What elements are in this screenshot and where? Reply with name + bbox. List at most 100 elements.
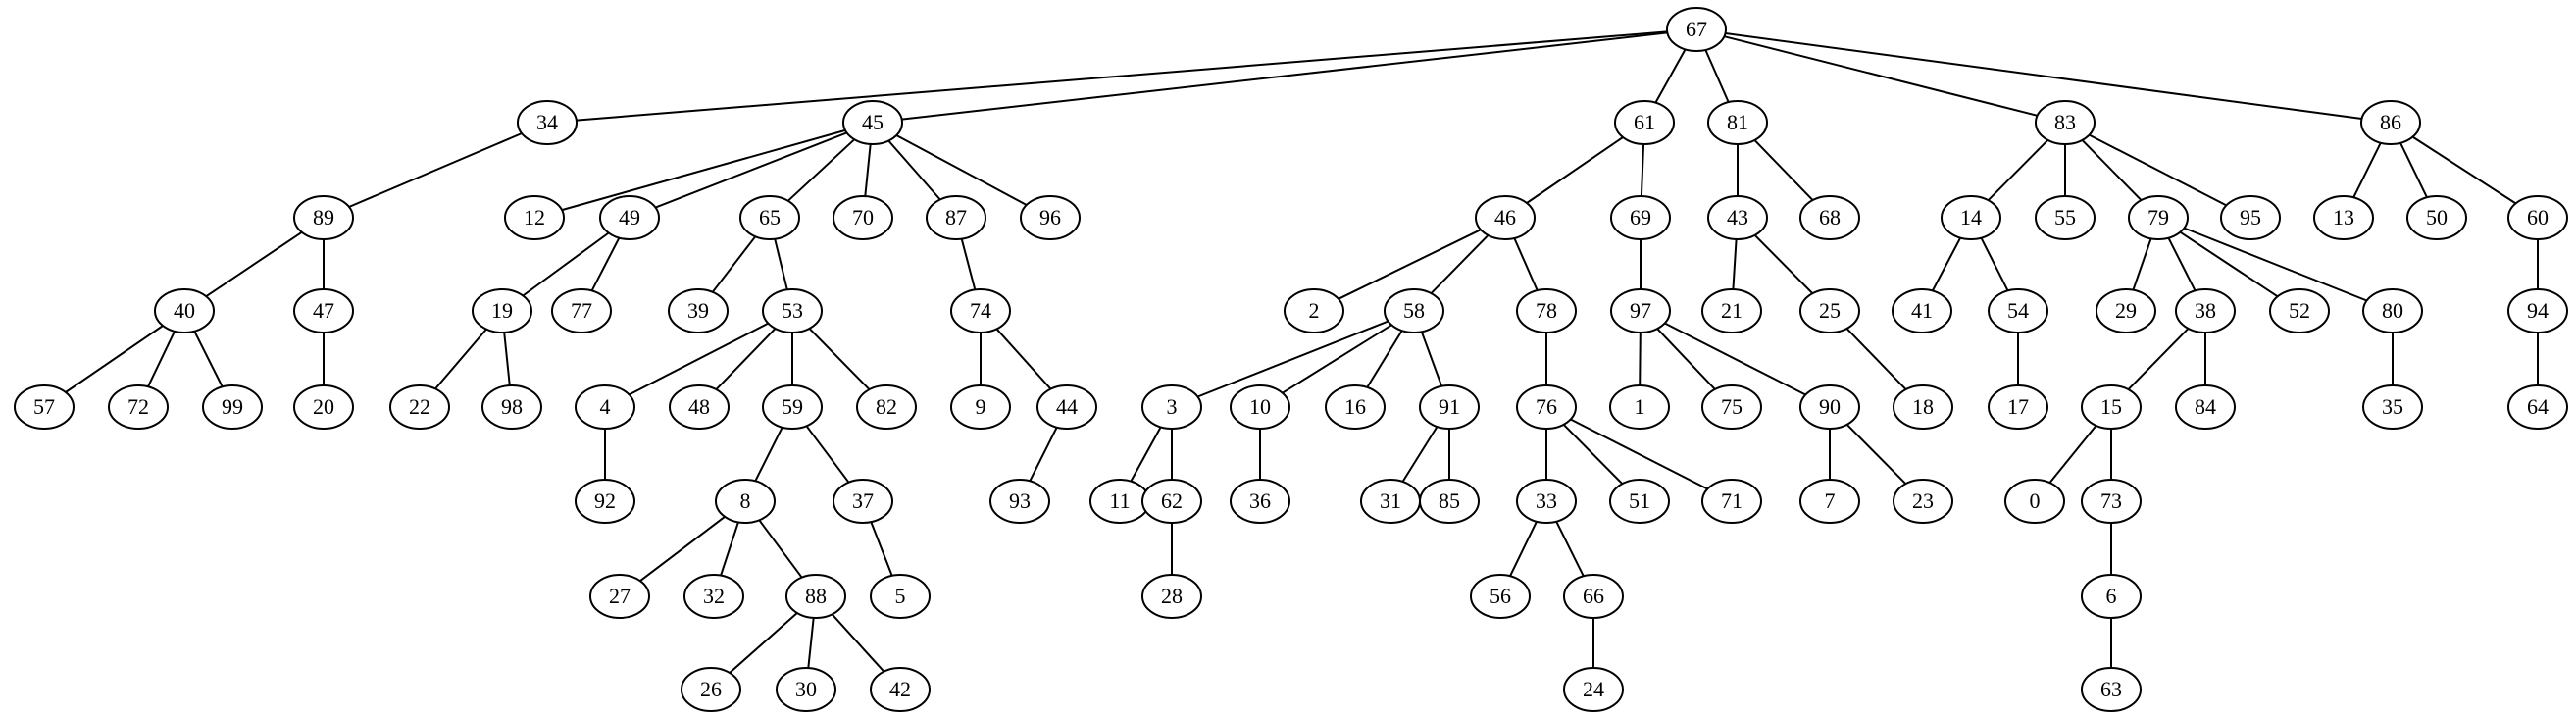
edge-46-78 [1513, 237, 1539, 291]
tree-node-14: 14 [1941, 195, 2001, 240]
node-label: 55 [2054, 205, 2076, 230]
node-label: 41 [1911, 298, 1933, 323]
edge-8-32 [720, 522, 739, 576]
node-ellipse [833, 195, 893, 240]
tree-node-57: 57 [14, 384, 75, 430]
edge-53-48 [715, 328, 777, 390]
node-label: 33 [1536, 488, 1557, 513]
node-ellipse [1707, 195, 1768, 240]
tree-node-39: 39 [668, 288, 729, 333]
node-label: 72 [127, 394, 149, 419]
node-ellipse [1516, 479, 1577, 524]
tree-node-60: 60 [2507, 195, 2568, 240]
node-ellipse [2096, 288, 2156, 333]
node-label: 77 [571, 298, 592, 323]
edge-14-54 [1980, 237, 2009, 291]
tree-node-37: 37 [833, 479, 893, 524]
node-label: 24 [1583, 677, 1604, 701]
node-label: 73 [2100, 488, 2122, 513]
edge-53-4 [629, 322, 769, 396]
edge-79-52 [2179, 230, 2279, 298]
tree-node-73: 73 [2081, 479, 2142, 524]
node-label: 34 [536, 110, 558, 134]
tree-node-38: 38 [2175, 288, 2236, 333]
node-label: 75 [1721, 394, 1743, 419]
node-label: 32 [703, 584, 725, 608]
tree-node-62: 62 [1141, 479, 1202, 524]
node-label: 57 [33, 394, 55, 419]
node-label: 20 [313, 394, 334, 419]
node-label: 70 [852, 205, 874, 230]
tree-node-89: 89 [293, 195, 354, 240]
node-label: 7 [1825, 488, 1836, 513]
tree-node-4: 4 [575, 384, 635, 430]
node-label: 42 [889, 677, 911, 701]
node-ellipse [504, 195, 565, 240]
edge-33-66 [1555, 521, 1585, 577]
tree-node-9: 9 [950, 384, 1011, 430]
node-label: 29 [2115, 298, 2137, 323]
edge-86-13 [2352, 142, 2382, 198]
edge-37-5 [870, 521, 893, 577]
node-label: 52 [2289, 298, 2310, 323]
node-ellipse [1563, 667, 1624, 712]
node-label: 67 [1686, 17, 1707, 41]
node-label: 91 [1439, 394, 1460, 419]
node-label: 51 [1629, 488, 1650, 513]
node-label: 43 [1727, 205, 1748, 230]
edge-79-38 [2167, 237, 2197, 291]
node-ellipse [2406, 195, 2467, 240]
node-label: 69 [1630, 205, 1651, 230]
edge-19-98 [503, 332, 511, 386]
node-label: 80 [2382, 298, 2403, 323]
node-ellipse [1799, 288, 1860, 333]
tree-node-61: 61 [1614, 100, 1675, 145]
node-ellipse [1893, 479, 1953, 524]
tree-node-77: 77 [551, 288, 612, 333]
tree-node-1: 1 [1609, 384, 1670, 430]
node-label: 13 [2333, 205, 2354, 230]
tree-node-28: 28 [1141, 574, 1202, 619]
edge-45-12 [561, 128, 846, 212]
node-label: 65 [759, 205, 781, 230]
node-label: 5 [895, 584, 906, 608]
tree-node-86: 86 [2360, 100, 2421, 145]
tree-node-0: 0 [2004, 479, 2065, 524]
tree-node-33: 33 [1516, 479, 1577, 524]
tree-node-96: 96 [1020, 195, 1081, 240]
tree-node-15: 15 [2081, 384, 2142, 430]
tree-node-80: 80 [2362, 288, 2423, 333]
tree-node-32: 32 [683, 574, 744, 619]
node-ellipse [1701, 288, 1762, 333]
node-ellipse [517, 100, 578, 145]
tree-node-85: 85 [1419, 479, 1480, 524]
tree-node-82: 82 [856, 384, 917, 430]
tree-node-56: 56 [1470, 574, 1531, 619]
node-ellipse [1284, 288, 1344, 333]
node-label: 21 [1721, 298, 1743, 323]
node-label: 88 [805, 584, 827, 608]
edge-61-69 [1640, 143, 1645, 197]
node-ellipse [1799, 384, 1860, 430]
node-ellipse [293, 384, 354, 430]
edge-65-53 [774, 238, 788, 290]
tree-node-42: 42 [870, 667, 931, 712]
tree-node-94: 94 [2507, 288, 2568, 333]
edge-25-18 [1845, 328, 1907, 390]
node-label: 53 [782, 298, 803, 323]
node-ellipse [715, 479, 776, 524]
edge-45-49 [655, 131, 847, 209]
node-label: 38 [2195, 298, 2216, 323]
tree-node-79: 79 [2128, 195, 2189, 240]
node-label: 71 [1721, 488, 1743, 513]
node-ellipse [2128, 195, 2189, 240]
edge-53-82 [808, 328, 871, 390]
tree-node-54: 54 [1988, 288, 2048, 333]
node-ellipse [1707, 100, 1768, 145]
tree-node-91: 91 [1419, 384, 1480, 430]
node-label: 90 [1819, 394, 1841, 419]
node-ellipse [1892, 288, 1952, 333]
tree-node-84: 84 [2175, 384, 2236, 430]
node-label: 58 [1403, 298, 1425, 323]
tree-node-90: 90 [1799, 384, 1860, 430]
